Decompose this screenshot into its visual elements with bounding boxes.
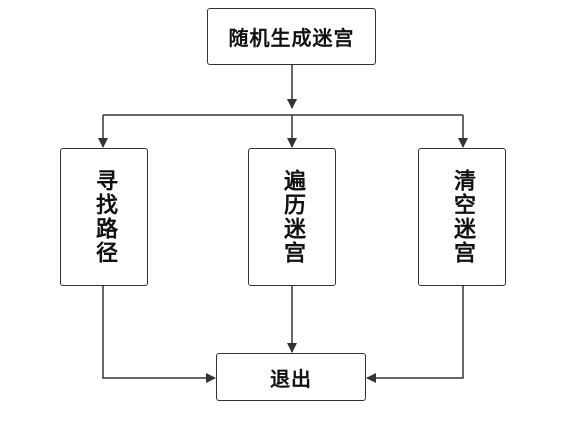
clear-maze-node: 清空迷宫	[418, 148, 506, 286]
traverse-maze-node: 遍历迷宫	[248, 148, 336, 286]
connector-find-path-to-exit	[102, 286, 216, 383]
connector-clear-to-exit	[366, 284, 464, 383]
exit-label: 退出	[270, 366, 312, 391]
find-path-label: 寻找路径	[92, 169, 117, 265]
generate-maze-label: 随机生成迷宫	[228, 26, 355, 50]
find-path-node: 寻找路径	[60, 148, 148, 286]
traverse-maze-label: 遍历迷宫	[280, 169, 305, 265]
exit-node: 退出	[216, 353, 366, 401]
clear-maze-label: 清空迷宫	[450, 169, 475, 265]
generate-maze-node: 随机生成迷宫	[207, 8, 376, 65]
